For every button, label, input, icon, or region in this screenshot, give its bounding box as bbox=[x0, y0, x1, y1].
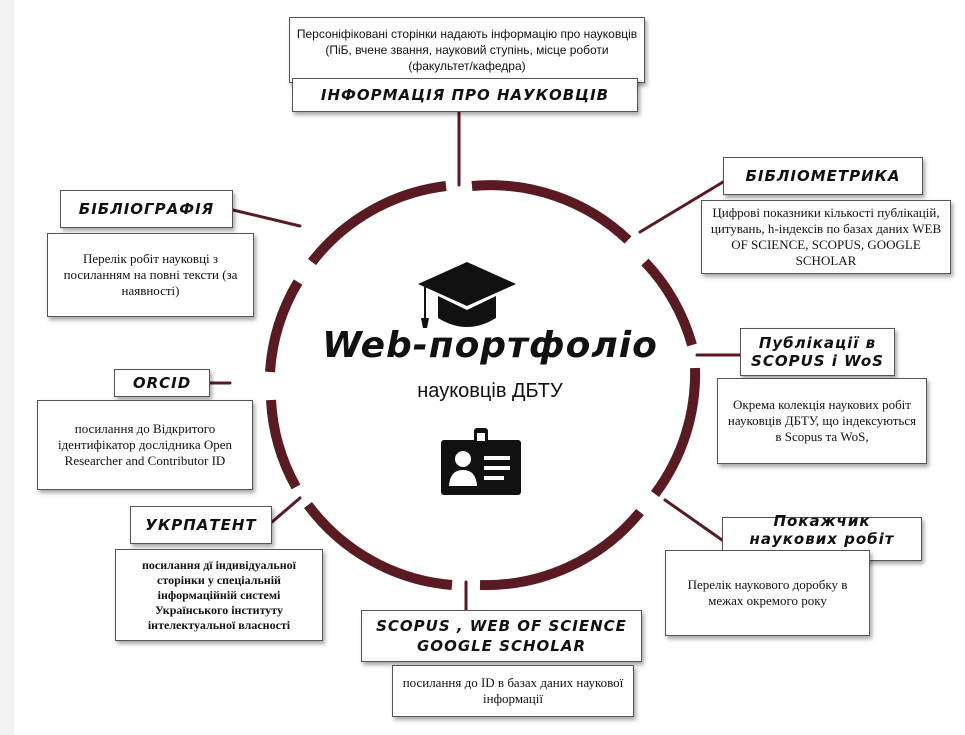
info-description: Персоніфіковані сторінки надають інформа… bbox=[289, 17, 645, 83]
bibliography-title: БІБЛІОГРАФІЯ bbox=[60, 190, 233, 228]
ring-arc-7 bbox=[265, 279, 303, 373]
id-badge-icon bbox=[441, 428, 521, 495]
ring-arc-6 bbox=[266, 399, 301, 490]
ring-arc-2 bbox=[641, 258, 697, 347]
connector-ukrpatent bbox=[270, 496, 302, 524]
info-title: ІНФОРМАЦІЯ ПРО НАУКОВЦІВ bbox=[292, 78, 638, 112]
center-subtitle: науковців ДБТУ bbox=[417, 380, 563, 402]
index-description: Перелік наукового доробку в межах окремо… bbox=[665, 550, 870, 636]
scopus-description: посилання до ID в базах даних наукової і… bbox=[392, 665, 634, 717]
bibliometrics-title: БІБЛІОМЕТРИКА bbox=[723, 157, 923, 195]
ring-arc-8 bbox=[308, 181, 447, 266]
connector-index bbox=[663, 498, 724, 542]
ring-arc-5 bbox=[303, 502, 453, 590]
graduation-cap-icon bbox=[418, 262, 516, 328]
ring-arc-3 bbox=[650, 367, 701, 498]
ukrpatent-title: УКРПАТЕНТ bbox=[130, 506, 272, 544]
central-ring bbox=[265, 180, 701, 591]
bibliography-description: Перелік робіт науковці з посиланням на п… bbox=[47, 233, 254, 317]
orcid-description: посилання до Відкритого ідентифікатор до… bbox=[37, 400, 253, 490]
connector-bibliography bbox=[231, 208, 302, 228]
bibliometrics-description: Цифрові показники кількості публікацій, … bbox=[701, 200, 951, 274]
connector-bibliometrics bbox=[638, 180, 725, 234]
scopus-title: SCOPUS , WEB OF SCIENCE GOOGLE SCHOLAR bbox=[361, 610, 642, 662]
ring-arc-1 bbox=[471, 180, 632, 244]
publications-title: Публікації в SCOPUS і WoS bbox=[740, 328, 895, 376]
ukrpatent-description: посилання дї індивідуальної сторінки у с… bbox=[115, 549, 323, 641]
orcid-title: ORCID bbox=[114, 369, 210, 397]
center-title: Web-портфоліо bbox=[322, 325, 658, 366]
publications-description: Окрема колекція наукових робіт науковців… bbox=[717, 378, 927, 464]
ring-arc-4 bbox=[479, 508, 644, 591]
